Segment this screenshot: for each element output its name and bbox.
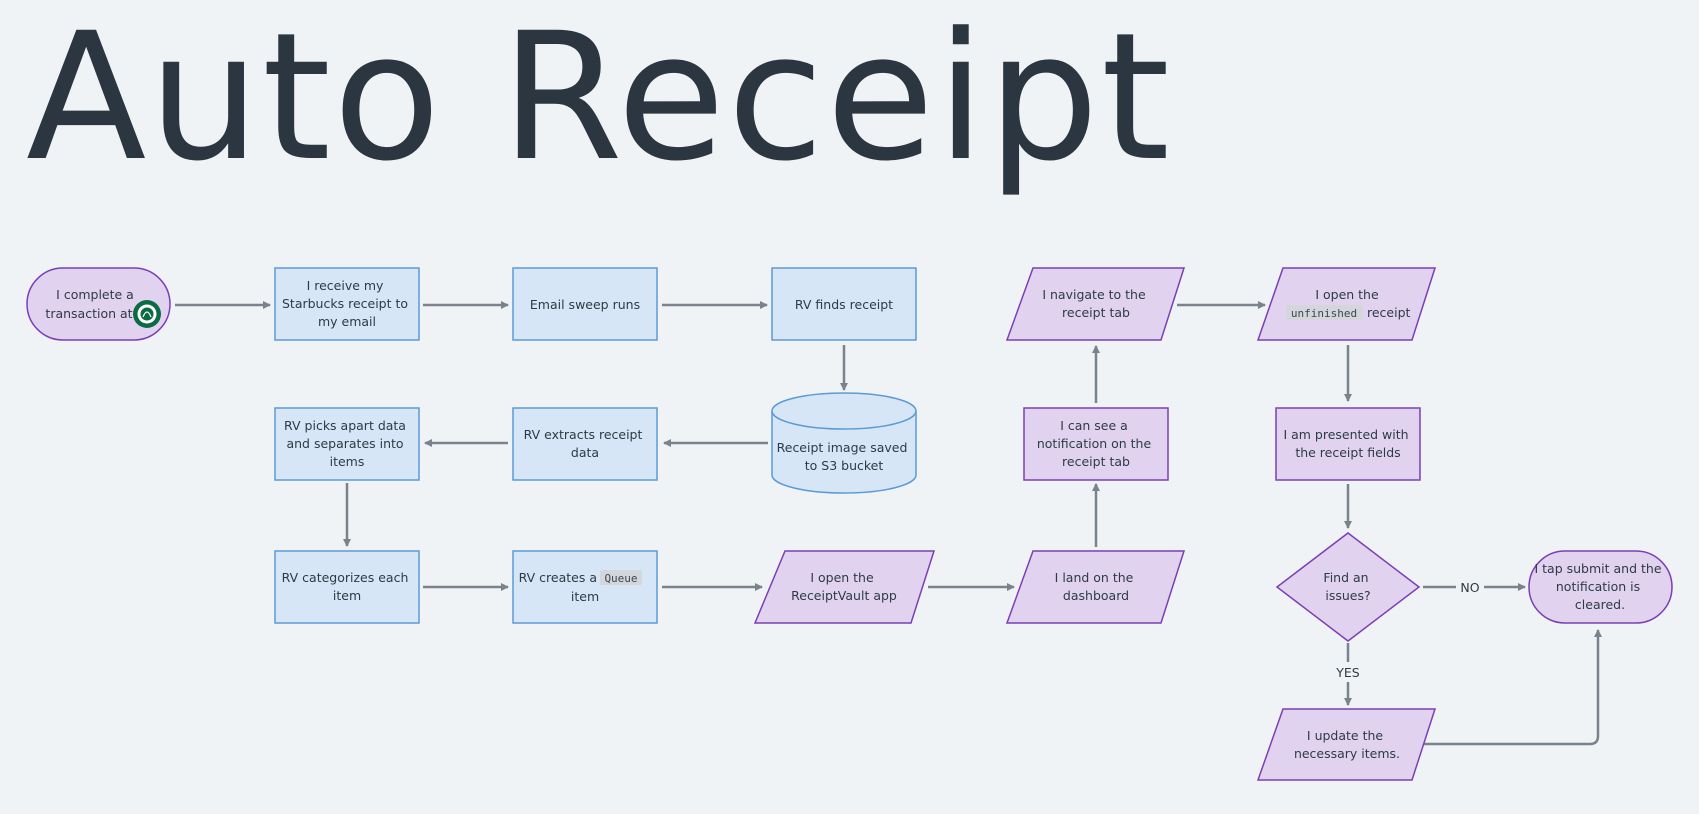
node-label: RV categorizes each item [282,570,413,603]
node-label: I navigate to the receipt tab [1042,287,1149,320]
node-rv-finds: RV finds receipt [771,267,917,341]
arrow-update-to-submit [1405,629,1602,746]
node-label: I receive my Starbucks receipt to my ema… [282,278,412,329]
node-label: I am presented with the receipt fields [1283,427,1412,460]
node-label: RV creates a [519,570,597,585]
node-label: I open the [1315,287,1379,302]
node-label: RV extracts receipt data [524,427,647,460]
node-rv-creates: RV creates a Queue item [512,550,658,624]
node-submit: I tap submit and the notification is cle… [1528,550,1673,624]
node-receive-email: I receive my Starbucks receipt to my ema… [274,267,420,341]
code-label: Queue [604,572,637,585]
node-label: I open the ReceiptVault app [791,570,897,603]
node-navigate: I navigate to the receipt tab [1005,267,1186,341]
code-chip [600,570,642,585]
node-update: I update the necessary items. [1256,708,1437,781]
node-dashboard: I land on the dashboard [1005,550,1186,624]
edge-label-no: NO [1460,580,1479,595]
node-rv-extracts: RV extracts receipt data [512,407,658,481]
node-issues-decision: Find an issues? [1275,532,1421,642]
page-title: Auto Receipt [26,0,1172,200]
node-label: Find an issues? [1323,570,1372,603]
node-open-app: I open the ReceiptVault app [753,550,936,624]
code-label: unfinished [1291,307,1357,320]
code-chip [1286,305,1363,320]
node-label: Receipt image saved to S3 bucket [777,440,912,473]
node-label: I update the necessary items. [1294,728,1400,761]
node-label: item [571,589,599,604]
node-label: I complete a transaction at [45,287,137,321]
edges [175,301,1602,746]
node-label: I can see a notification on the receipt … [1037,418,1155,469]
node-label: Email sweep runs [530,297,640,312]
node-label: receipt [1367,305,1411,320]
node-transaction: I complete a transaction at [26,267,171,341]
node-label: I land on the dashboard [1055,570,1138,603]
node-notification: I can see a notification on the receipt … [1023,407,1169,481]
edge-label-yes: YES [1335,665,1360,680]
node-email-sweep: Email sweep runs [512,267,658,341]
node-label: RV picks apart data and separates into i… [284,418,410,469]
node-rv-categorizes: RV categorizes each item [274,550,420,624]
node-label: RV finds receipt [795,297,893,312]
starbucks-logo [133,300,161,328]
node-label: I tap submit and the notification is cle… [1534,561,1665,612]
node-presented: I am presented with the receipt fields [1275,407,1421,481]
node-s3-saved: Receipt image saved to S3 bucket [771,392,917,494]
node-open-receipt: I open the unfinished receipt [1256,267,1437,341]
node-rv-picks: RV picks apart data and separates into i… [274,407,420,481]
